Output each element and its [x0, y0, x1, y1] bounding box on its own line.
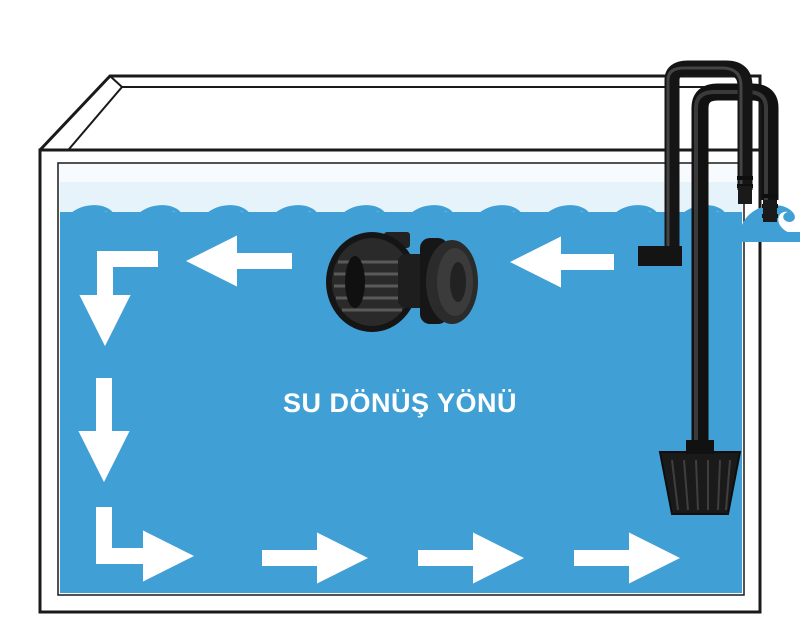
- wave-crest: [468, 205, 536, 242]
- wave-crest: [400, 205, 468, 242]
- wave-crest: [604, 205, 672, 242]
- filter-pipe-icon: [638, 60, 779, 515]
- wave-crest: [128, 205, 196, 242]
- wave-crest: [332, 205, 400, 242]
- flow-direction-caption: SU DÖNÜŞ YÖNÜ: [282, 388, 518, 418]
- flow-arrow-icon: [79, 251, 158, 347]
- flow-arrows: [78, 235, 681, 584]
- wave-crest: [60, 205, 128, 242]
- flow-arrow-icon: [96, 507, 195, 582]
- wave-crest: [196, 205, 264, 242]
- wave-crests: [60, 182, 800, 242]
- wave-crest: [264, 205, 332, 242]
- tank-back-edge: [109, 75, 123, 88]
- wave-pump-icon: [326, 232, 478, 332]
- wave-crest: [740, 205, 800, 242]
- wave-crest: [536, 205, 604, 242]
- tank-top-back-outline: [38, 74, 762, 152]
